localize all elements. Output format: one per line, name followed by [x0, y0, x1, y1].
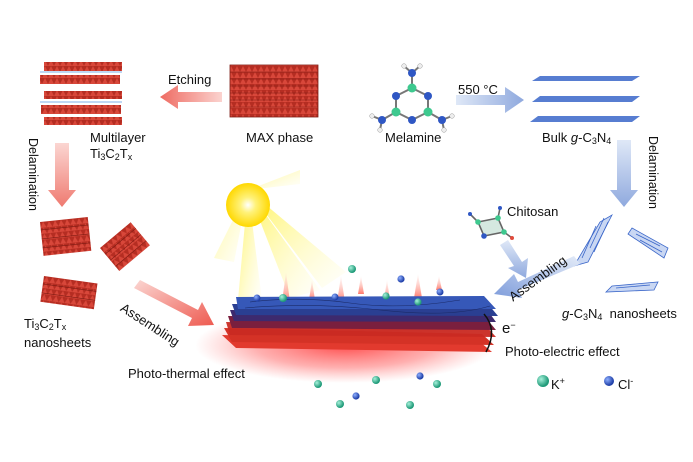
bulk-gcn-layers	[530, 76, 640, 122]
sun-icon	[214, 170, 346, 300]
chitosan-arrow	[500, 240, 528, 278]
ions-bottom	[314, 372, 441, 409]
delamination-left-label: Delamination	[26, 138, 40, 211]
cl-ion-legend-icon	[604, 376, 614, 386]
assembling-arrow-right	[494, 256, 580, 298]
etching-arrow	[160, 85, 222, 109]
delamination-arrow-right	[610, 140, 638, 207]
bulk-gcn-label: Bulk g-C3N4	[542, 130, 612, 146]
k-ion-legend-label: K+	[551, 376, 565, 392]
assembling-arrow-left	[134, 280, 214, 326]
composite-membrane	[222, 296, 498, 352]
ions-top	[253, 265, 444, 306]
max-phase-label: MAX phase	[246, 130, 314, 145]
etching-label: Etching	[168, 72, 212, 87]
electron-label: e−	[502, 320, 516, 337]
delamination-right-label: Delamination	[646, 136, 660, 209]
delamination-arrow-left	[48, 143, 76, 207]
electron-bracket	[483, 313, 493, 353]
gcn-nanosheets	[573, 213, 669, 293]
calcination-arrow	[456, 87, 524, 113]
melamine-molecule	[369, 63, 455, 133]
multilayer-mxene-stack	[40, 62, 122, 125]
max-phase-stack	[229, 64, 319, 118]
k-ion-legend-icon	[537, 375, 549, 387]
chitosan-label: Chitosan	[507, 204, 559, 219]
photo-electric-label: Photo-electric effect	[505, 344, 620, 359]
temperature-label: 550 °C	[458, 82, 498, 97]
gcn-nanosheets-label: g-C3N4 nanosheets	[562, 306, 677, 322]
chitosan-molecule	[468, 206, 514, 240]
mxene-nanosheets	[39, 216, 150, 310]
cl-ion-legend-label: Cl-	[618, 376, 634, 392]
melamine-label: Melamine	[385, 130, 442, 145]
photo-thermal-label: Photo-thermal effect	[128, 366, 245, 381]
